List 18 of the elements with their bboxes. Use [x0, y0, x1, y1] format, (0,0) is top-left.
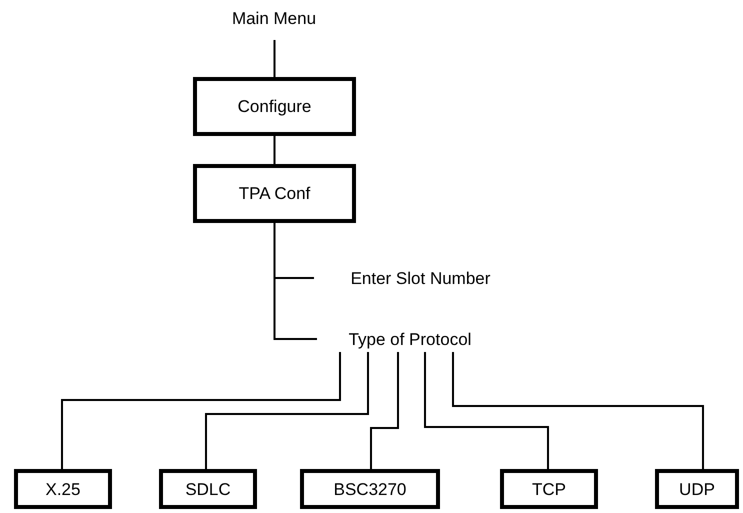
connector-line	[205, 352, 369, 469]
menu-box: TCP	[500, 469, 598, 509]
connector-line	[274, 136, 276, 164]
menu-label-text: Type of Protocol	[348, 330, 472, 348]
menu-label-text: Main Menu	[232, 10, 316, 26]
connector-line	[452, 352, 704, 469]
connector-line	[424, 352, 549, 469]
menu-box: UDP	[655, 469, 739, 509]
menu-box: Configure	[193, 77, 356, 136]
connector-line	[61, 352, 341, 469]
menu-box: SDLC	[159, 469, 257, 509]
connector-line	[370, 352, 399, 469]
connector-line	[274, 40, 276, 77]
menu-box: BSC3270	[300, 469, 440, 509]
menu-box: TPA Conf	[193, 164, 356, 223]
menu-label-text: Enter Slot Number	[350, 270, 490, 286]
connector-line	[274, 223, 317, 340]
menu-box: X.25	[14, 469, 112, 509]
